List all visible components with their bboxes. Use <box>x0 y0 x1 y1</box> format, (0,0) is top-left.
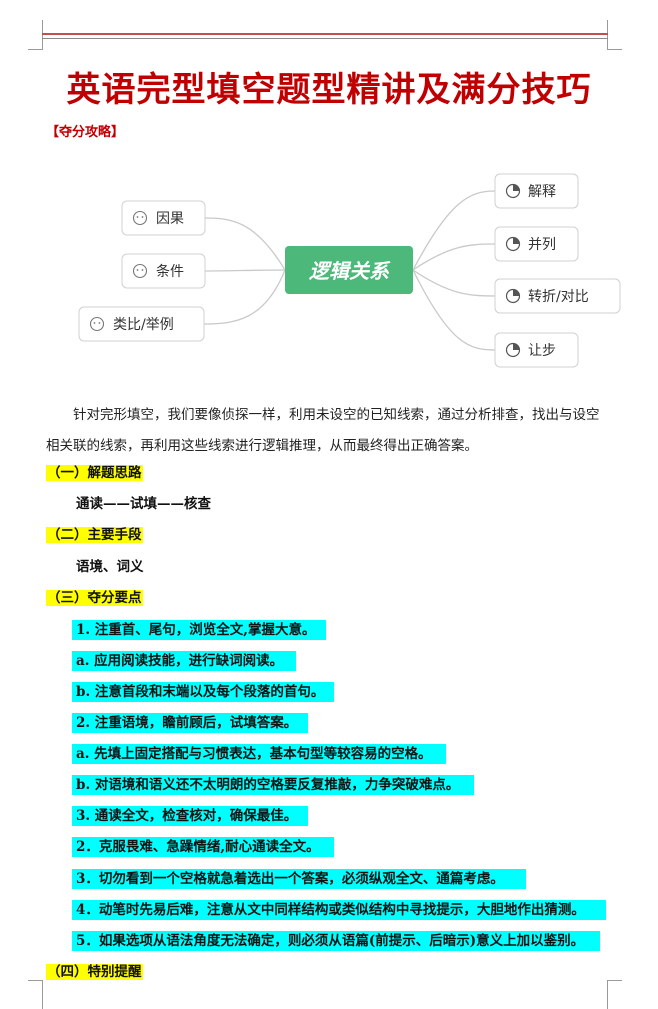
header-rule-thin <box>42 38 608 39</box>
crop-mark <box>607 980 622 981</box>
connector-line <box>412 269 496 297</box>
svg-text:因果: 因果 <box>156 211 184 227</box>
point-item: 2．克服畏难、急躁情绪,耐心通读全文。 <box>72 837 334 857</box>
connector-line <box>204 269 286 272</box>
mindmap-node-right: 转折/对比 <box>494 278 621 314</box>
section-body: 语境、词义 <box>76 559 144 575</box>
mindmap-node-left: 类比/举例 <box>78 306 205 342</box>
crop-mark <box>607 49 622 50</box>
smiley-icon <box>89 316 105 332</box>
point-item: 3．切勿看到一个空格就急着选出一个答案，必须纵观全文、通篇考虑。 <box>72 869 526 889</box>
point-item: 4．动笔时先易后难，注意从文中同样结构或类似结构中寻找提示，大胆地作出猜测。 <box>72 900 606 920</box>
section-heading: （一）解题思路 <box>46 465 143 481</box>
connector-line <box>204 217 286 271</box>
crop-mark <box>607 20 608 50</box>
section-body: 通读——试填——核查 <box>76 496 211 512</box>
point-item: 2. 注重语境，瞻前顾后，试填答案。 <box>72 713 308 733</box>
point-item: 3. 通读全文，检查核对，确保最佳。 <box>72 806 308 826</box>
point-item: 5．如果选项从语法角度无法确定，则必须从语篇(前提示、后暗示)意义上加以鉴别。 <box>72 931 600 951</box>
point-item: b. 注意首段和末端以及每个段落的首句。 <box>72 682 334 702</box>
svg-text:让步: 让步 <box>528 343 556 359</box>
center-node-label: 逻辑关系 <box>309 259 391 283</box>
intro-paragraph: 针对完形填空，我们要像侦探一样，利用未设空的已知线索，通过分析排查，找出与设空相… <box>46 407 600 454</box>
crop-mark <box>28 980 43 981</box>
svg-text:转折/对比: 转折/对比 <box>528 289 589 305</box>
mindmap-node-left: 条件 <box>121 253 206 289</box>
mindmap-node-right: 并列 <box>494 226 579 262</box>
crop-mark <box>42 980 43 1009</box>
mindmap-node-left: 因果 <box>121 200 206 236</box>
connector-line <box>412 269 496 351</box>
section-heading: （二）主要手段 <box>46 527 143 543</box>
point-item: 1. 注重首、尾句，浏览全文,掌握大意。 <box>72 620 326 640</box>
smiley-icon <box>132 210 148 226</box>
connector-line <box>412 190 496 271</box>
point-item: a. 先填上固定搭配与习惯表达，基本句型等较容易的空格。 <box>72 744 446 764</box>
section-tag: 【夺分攻略】 <box>46 125 125 140</box>
mindmap-node-right: 让步 <box>494 332 579 368</box>
section-heading: （四）特别提醒 <box>46 964 143 980</box>
header-rule <box>42 33 608 35</box>
crop-mark <box>607 980 608 1009</box>
connector-line <box>203 269 286 325</box>
svg-text:条件: 条件 <box>156 263 184 280</box>
mindmap-node-right: 解释 <box>494 173 579 209</box>
connector-line <box>412 243 496 271</box>
point-item: b. 对语境和语义还不太明朗的空格要反复推敲，力争突破难点。 <box>72 775 474 795</box>
smiley-icon <box>132 263 148 279</box>
section-heading: （三）夺分要点 <box>46 590 143 606</box>
page-title: 英语完型填空题型精讲及满分技巧 <box>66 70 592 110</box>
svg-text:解释: 解释 <box>528 184 556 200</box>
crop-mark <box>42 20 43 50</box>
mind-map: 逻辑关系 因果 条件 类比/举例 解释 <box>78 173 621 368</box>
svg-text:类比/举例: 类比/举例 <box>113 317 174 333</box>
mindmap-center-node: 逻辑关系 <box>285 246 413 294</box>
svg-text:并列: 并列 <box>528 237 556 253</box>
crop-mark <box>28 49 43 50</box>
point-item: a. 应用阅读技能，进行缺词阅读。 <box>72 651 296 671</box>
